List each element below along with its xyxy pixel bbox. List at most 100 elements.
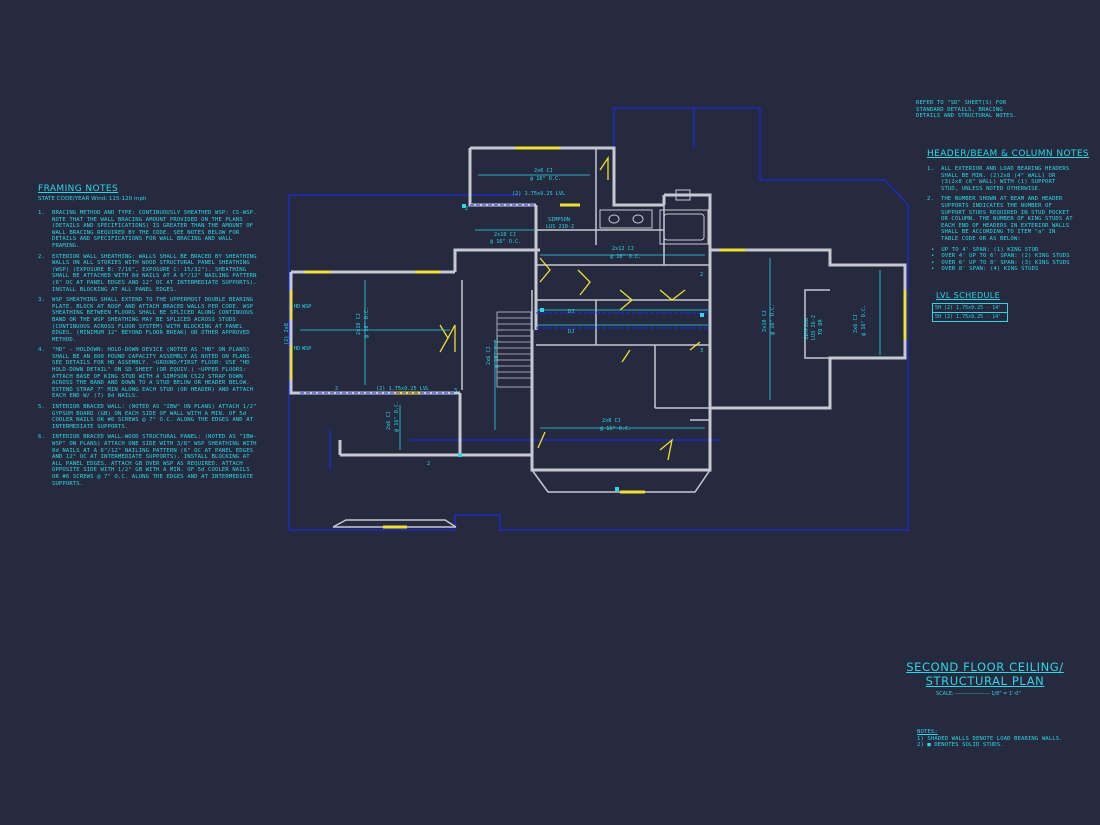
refer-line-1: REFER TO "SD" SHEET(S) FOR (916, 100, 1007, 106)
cj-label-f: 2x6 CJ (486, 346, 492, 365)
dj-label-2: DJ (568, 329, 574, 335)
king-stud-text: OVER 8' SPAN: (4) KING STUDS (941, 266, 1039, 273)
framing-note-text: INTERIOR BRACED WALL: (NOTED AS "IBW" ON… (52, 404, 257, 430)
hd-label-2: HD (294, 346, 300, 352)
num-3-b: 3 (700, 348, 703, 354)
framing-notes-list: 1.BRACING METHOD AND TYPE: CONTINUOUSLY … (38, 210, 260, 491)
cj-spacing-f: @ 16" O.C. (494, 337, 500, 368)
cj-label-a: 2x6 CJ (534, 168, 553, 174)
lvl-schedule-title: LVL SCHEDULE (936, 291, 1001, 300)
beam-lines (300, 204, 710, 394)
king-stud-item: • OVER 8' SPAN: (4) KING STUDS (931, 266, 1039, 273)
cj-spacing-d: @ 16" O.C. (600, 426, 631, 432)
king-stud-item: • OVER 6' UP TO 8' SPAN: (3) KING STUDS (931, 259, 1070, 266)
solid-stud-markers (458, 204, 704, 491)
simpson-model-2: LUS 26-2 (811, 315, 817, 340)
simpson-note-2: TO DR (818, 319, 824, 335)
framing-note-num: 1. (38, 210, 45, 216)
cj-spacing-e: @ 16" O.C. (364, 307, 370, 338)
simpson-model-1: LUS 210-2 (546, 224, 574, 230)
num-2-a: 2 (465, 206, 468, 212)
cj-label-c: 2x12 CJ (612, 246, 634, 252)
cj-spacing-a: @ 16" O.C. (530, 176, 561, 182)
refer-line-2: STANDARD DETAILS, BRACING (916, 106, 1003, 113)
scale-label: SCALE: (936, 691, 954, 697)
king-stud-text: OVER 4' UP TO 6' SPAN: (2) KING STUDS (941, 253, 1070, 260)
framing-note-text: INTERIOR BRACED WALL-WOOD STRUCTURAL PAN… (52, 434, 257, 487)
stairs (496, 311, 532, 388)
framing-note-num: 6. (38, 434, 45, 441)
cj-label-b: 2x10 CJ (494, 232, 516, 238)
header-note-text: ALL EXTERIOR AND LOAD BEARING HEADERS SH… (941, 166, 1070, 192)
header-notes-list: 1. ALL EXTERIOR AND LOAD BEARING HEADERS … (927, 166, 1075, 273)
framing-note-num: 4. (38, 347, 45, 354)
framing-note-1: 1.BRACING METHOD AND TYPE: CONTINUOUSLY … (38, 210, 260, 250)
cj-label-e: 2x10 CJ (356, 313, 362, 335)
header-note-text: THE NUMBER SHOWN AT BEAM AND HEADER SUPP… (941, 196, 1073, 242)
header-note-2: 2. THE NUMBER SHOWN AT BEAM AND HEADER SU… (927, 196, 1075, 242)
scale-dash: ------------------- (955, 691, 990, 697)
num-3-a: 3 (454, 388, 457, 394)
refer-line-3: DETAILS AND STRUCTURAL NOTES. (916, 113, 1017, 120)
drawing-scale: SCALE: ------------------- 1/8" = 1'-0" (936, 691, 1021, 697)
header-notes-title: HEADER/BEAM & COLUMN NOTES (927, 149, 1090, 159)
king-stud-item: • UP TO 4' SPAN: (1) KING STUD (931, 246, 1039, 253)
framing-note-num: 5. (38, 404, 45, 411)
framing-note-text: WSP SHEATHING SHALL EXTEND TO THE UPPERM… (52, 297, 254, 343)
bottom-notes: NOTES: 1) SHADED WALLS DENOTE LOAD BEARI… (917, 729, 1087, 749)
bottom-notes-title: NOTES: (917, 729, 938, 735)
king-stud-text: UP TO 4' SPAN: (1) KING STUD (941, 246, 1039, 253)
king-stud-item: • OVER 4' UP TO 6' SPAN: (2) KING STUDS (931, 253, 1070, 260)
drawing-title-line-1: SECOND FLOOR CEILING/ (906, 660, 1064, 674)
framing-note-text: EXTERIOR WALL SHEATHING: WALLS SHALL BE … (52, 253, 257, 293)
cj-spacing-g: @ 16" O.C. (394, 401, 400, 432)
framing-note-4: 4. "HD" - HOLDOWN: HOLD-DOWN DEVICE (NOTE… (38, 347, 260, 400)
bath-fixtures (599, 189, 709, 245)
wsp-label-2: WSP (302, 346, 311, 352)
lvl-schedule-table: 5H (2) 1.75x9.25 - 14' 5H (2) 1.75x9.25 … (932, 303, 1008, 322)
framing-note-2: 2. EXTERIOR WALL SHEATHING: WALLS SHALL B… (38, 254, 260, 294)
framing-notes-title: FRAMING NOTES (38, 184, 119, 194)
bottom-note-2: 2) ■ DENOTES SOLID STUDS. (917, 742, 1004, 749)
hd-label-1: HD (294, 304, 300, 310)
framing-note-6: 6. INTERIOR BRACED WALL-WOOD STRUCTURAL P… (38, 434, 260, 487)
lvl-label-top: (2) 1.75x9.25 LVL (512, 191, 565, 197)
ibw-left-label: (2) 2x8 (284, 323, 290, 345)
lvl-schedule-row: 5H (2) 1.75x9.25 - 14' (935, 314, 1002, 320)
drawing-title-line-2: STRUCTURAL PLAN (925, 674, 1045, 688)
cj-label-d: 2x8 CJ (602, 418, 621, 424)
framing-note-num: 3. (38, 297, 45, 304)
header-note-num: 1. (927, 166, 934, 172)
cj-label-g: 2x6 CJ (386, 411, 392, 430)
lvl-label-bottom: (2) 1.75x9.25 LVL (376, 386, 429, 392)
king-stud-text: OVER 6' UP TO 8' SPAN: (3) KING STUDS (941, 259, 1070, 266)
framing-notes-subtitle: STATE CODE/YEAR Wind: 115-120 mph (38, 196, 147, 202)
framing-note-num: 2. (38, 253, 45, 260)
refer-note: REFER TO "SD" SHEET(S) FOR STANDARD DETA… (916, 100, 1026, 120)
exterior-walls (289, 146, 907, 472)
framing-note-5: 5. INTERIOR BRACED WALL: (NOTED AS "IBW" … (38, 404, 260, 430)
framing-note-3: 3. WSP SHEATHING SHALL EXTEND TO THE UPPE… (38, 297, 260, 343)
cj-label-h: 2x10 CJ (762, 310, 768, 332)
cj-spacing-c: @ 16" O.C. (610, 254, 641, 260)
interior-walls (461, 148, 710, 421)
num-2-d: 2 (700, 272, 703, 278)
header-note-1: 1. ALL EXTERIOR AND LOAD BEARING HEADERS … (927, 166, 1075, 192)
ceiling-joist-lines (300, 174, 881, 450)
num-2-b: 2 (335, 386, 338, 392)
header-note-num: 2. (927, 196, 934, 203)
cj-spacing-b: @ 16" O.C. (490, 239, 521, 245)
simpson-label-2: SIMPSON (804, 318, 810, 340)
king-stud-list: • UP TO 4' SPAN: (1) KING STUD • OVER 4'… (931, 247, 1075, 273)
num-2-c: 2 (427, 461, 430, 467)
load-bearing-walls (289, 146, 907, 529)
wsp-label-1: WSP (302, 304, 311, 310)
scale-value: 1/8" = 1'-0" (991, 691, 1021, 697)
cj-spacing-h: @ 16" O.C. (770, 304, 776, 335)
lvl-schedule-row: 5H (2) 1.75x9.25 - 14' (933, 304, 1007, 313)
cj-spacing-i: @ 16" O.C. (861, 305, 867, 336)
bottom-note-1: 1) SHADED WALLS DENOTE LOAD BEARING WALL… (917, 735, 1063, 742)
dj-label-1: DJ (568, 309, 574, 315)
framing-note-text: "HD" - HOLDOWN: HOLD-DOWN DEVICE (NOTED … (52, 347, 254, 400)
